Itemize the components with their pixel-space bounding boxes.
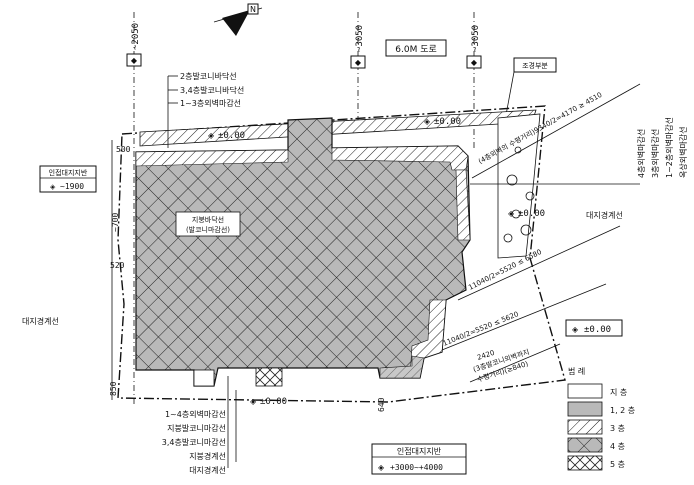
level-right-outer: ◈ ±0.00: [508, 209, 545, 219]
tree-symbols: [503, 146, 535, 243]
third-floor-band-right: [455, 169, 471, 241]
grid-mark-middle: ◆ ~3050: [350, 12, 366, 122]
right-leaders: 4층외벽마감선 3층외벽마감선 1~2층외벽마감선 옥상외벽마감선: [470, 117, 688, 185]
third-floor-band-top: [135, 149, 289, 167]
north-label: N: [250, 5, 256, 14]
svg-text:3,4층발코니마감선: 3,4층발코니마감선: [162, 437, 226, 447]
dim-640: 640: [377, 397, 386, 412]
svg-text:◈: ◈: [572, 325, 579, 334]
svg-text:±0.00: ±0.00: [218, 131, 245, 141]
svg-text:±0.00: ±0.00: [518, 209, 545, 219]
legend-swatch-2: [567, 419, 603, 435]
svg-text:◆: ◆: [471, 58, 478, 67]
adjacent-ground-box-left: 인접대지지반 ◈ ~1900: [39, 165, 97, 193]
svg-text:1~2층외벽마감선: 1~2층외벽마감선: [664, 117, 674, 178]
svg-text:11040/2=5520 ≤ 5620: 11040/2=5520 ≤ 5620: [442, 310, 520, 348]
svg-text:◆: ◆: [355, 58, 362, 67]
landscape-label-box: 조경부분: [505, 57, 557, 116]
svg-text:지붕발코니마감선: 지붕발코니마감선: [167, 423, 226, 433]
svg-text:인접대지지반: 인접대지지반: [397, 446, 442, 456]
svg-text:◈: ◈: [424, 117, 431, 126]
left-dimensions: 500 ~700 520 850: [109, 140, 131, 400]
top-leaders: 2층발코니바닥선 3,4층발코니바닥선 1~3층외벽마감선: [167, 71, 244, 148]
svg-text:3 층: 3 층: [610, 424, 625, 433]
legend-swatch-0: [567, 383, 603, 399]
svg-text:◆: ◆: [131, 56, 138, 65]
setback-strip-top: [139, 109, 537, 147]
grid-mark-right: ◆ ~3050: [466, 12, 482, 150]
svg-text:◈: ◈: [508, 209, 515, 218]
top-leader-3: 1~3층외벽마감선: [180, 98, 241, 108]
adjacent-ground-box-bottom: 인접대지지반 ◈ +3000~+4000: [371, 443, 467, 475]
svg-text:500: 500: [116, 145, 131, 154]
entrance-void: [193, 369, 215, 387]
svg-text:(발코니마감선): (발코니마감선): [186, 225, 230, 234]
site-boundary-label-right: 대지경계선: [586, 210, 623, 220]
top-leader-2: 3,4층발코니바닥선: [180, 85, 244, 95]
grid-mark-left: ◆ ~2050: [126, 12, 142, 405]
svg-text:1, 2 층: 1, 2 층: [610, 406, 635, 415]
level-top: ◈ ±0.00: [208, 131, 245, 141]
legend-title: 범 례: [568, 366, 585, 376]
svg-text:지붕바닥선: 지붕바닥선: [192, 215, 224, 224]
stair-void: [255, 367, 283, 387]
svg-text:대지경계선: 대지경계선: [189, 465, 226, 475]
svg-text:조경부분: 조경부분: [522, 61, 548, 70]
svg-text:+3000~+4000: +3000~+4000: [390, 463, 443, 472]
site-boundary-label-left: 대지경계선: [22, 316, 59, 326]
road-label-box: 6.0M 도로: [385, 39, 447, 57]
level-bottom: ◈ ±0.00: [235, 390, 287, 462]
svg-text:옥상외벽마감선: 옥상외벽마감선: [678, 126, 688, 178]
svg-text:520: 520: [110, 261, 125, 270]
svg-text:850: 850: [109, 381, 118, 396]
site-boundary: [117, 105, 566, 403]
landscape-area: [497, 113, 541, 259]
svg-text:◈: ◈: [208, 131, 215, 140]
svg-text:4층외벽마감선: 4층외벽마감선: [636, 129, 646, 178]
top-leader-1: 2층발코니바닥선: [180, 71, 237, 81]
svg-text:인접대지지반: 인접대지지반: [49, 168, 88, 177]
svg-text:±0.00: ±0.00: [434, 117, 461, 127]
svg-text:±0.00: ±0.00: [584, 325, 611, 335]
diagonal-dims: (4층외벽의 수평거리)9340/2=4170 ≥ 4510 11040/2=5…: [442, 83, 641, 384]
svg-text:지붕경계선: 지붕경계선: [189, 451, 226, 461]
legend-swatch-3: [567, 437, 603, 453]
north-arrow-icon: N: [213, 3, 263, 36]
svg-text:지 층: 지 층: [610, 388, 627, 397]
svg-text:1~4층외벽마감선: 1~4층외벽마감선: [165, 409, 226, 419]
center-label-box: 지붕바닥선 (발코니마감선): [175, 211, 241, 237]
road-width-label: 6.0M 도로: [395, 45, 437, 55]
svg-text:±0.00: ±0.00: [260, 397, 287, 407]
svg-text:◈: ◈: [250, 397, 257, 406]
svg-text:~1900: ~1900: [60, 182, 84, 191]
svg-text:◈: ◈: [50, 183, 56, 191]
legend-swatch-4: [567, 455, 603, 471]
svg-text:3층외벽마감선: 3층외벽마감선: [650, 129, 660, 178]
level-right-inner: ◈ ±0.00: [424, 117, 461, 127]
svg-text:~700: ~700: [111, 213, 120, 232]
grid-label-right: ~3050: [471, 25, 481, 52]
legend-swatch-1: [567, 401, 603, 417]
svg-text:◈: ◈: [378, 463, 385, 472]
svg-text:5 층: 5 층: [610, 460, 625, 469]
svg-text:4 층: 4 층: [610, 442, 625, 451]
level-box-right: ◈ ±0.00: [565, 319, 623, 337]
balcony-gray: [379, 355, 425, 379]
bottom-leaders: 1~4층외벽마감선 지붕발코니마감선 3,4층발코니마감선 지붕경계선 대지경계…: [162, 376, 229, 475]
grid-label-middle: ~3050: [355, 25, 365, 52]
grid-label-left: ~2050: [131, 23, 141, 50]
legend: 범 례 지 층 1, 2 층 3 층 4 층 5 층: [567, 366, 635, 471]
